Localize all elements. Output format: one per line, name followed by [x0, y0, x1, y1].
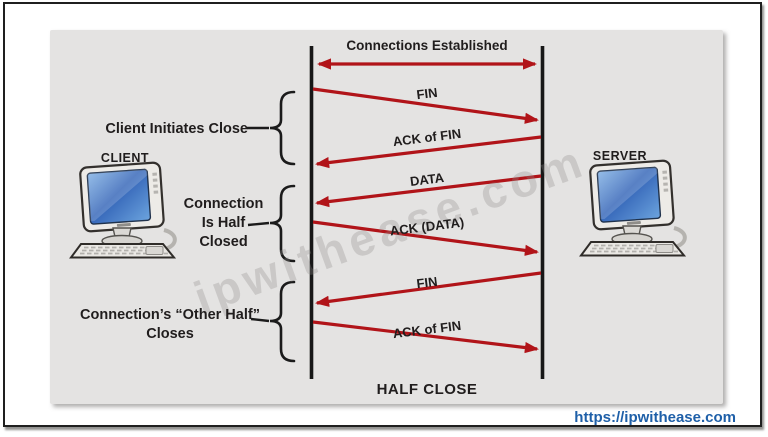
arrow-fin-2 [315, 271, 542, 307]
arrow-ack-data [312, 220, 539, 256]
arrow-ack-of-fin-1 [315, 135, 542, 169]
brace-connection-half-closed [269, 184, 296, 263]
footer-url-link[interactable]: https://ipwithease.com [574, 409, 736, 426]
server-computer-icon [579, 158, 687, 258]
diagram-caption: HALF CLOSE [376, 381, 478, 398]
server-label: SERVER [592, 149, 648, 163]
diagram-canvas: ipwithease.com [50, 30, 723, 404]
brace-dash-2 [247, 221, 270, 227]
brace-client-initiates-close [269, 90, 296, 166]
client-computer-icon [69, 160, 177, 260]
arrow-ack-of-fin-2 [312, 320, 539, 354]
annotation-connection-half-closed: Connection Is Half Closed [183, 196, 264, 250]
brace-dash-3 [250, 317, 270, 323]
brace-other-half-closes [269, 280, 296, 363]
annotation-client-initiates-close: Client Initiates Close [105, 121, 248, 137]
diagram-graphics [69, 46, 687, 379]
outer-frame: ipwithease.com [3, 2, 762, 427]
annotation-other-half-closes: Connection’s “Other Half” Closes [80, 307, 260, 342]
arrow-data [315, 174, 542, 208]
arrow-fin-1 [312, 87, 539, 124]
client-label: CLIENT [100, 151, 150, 165]
top-message-label: Connections Established [346, 38, 508, 53]
